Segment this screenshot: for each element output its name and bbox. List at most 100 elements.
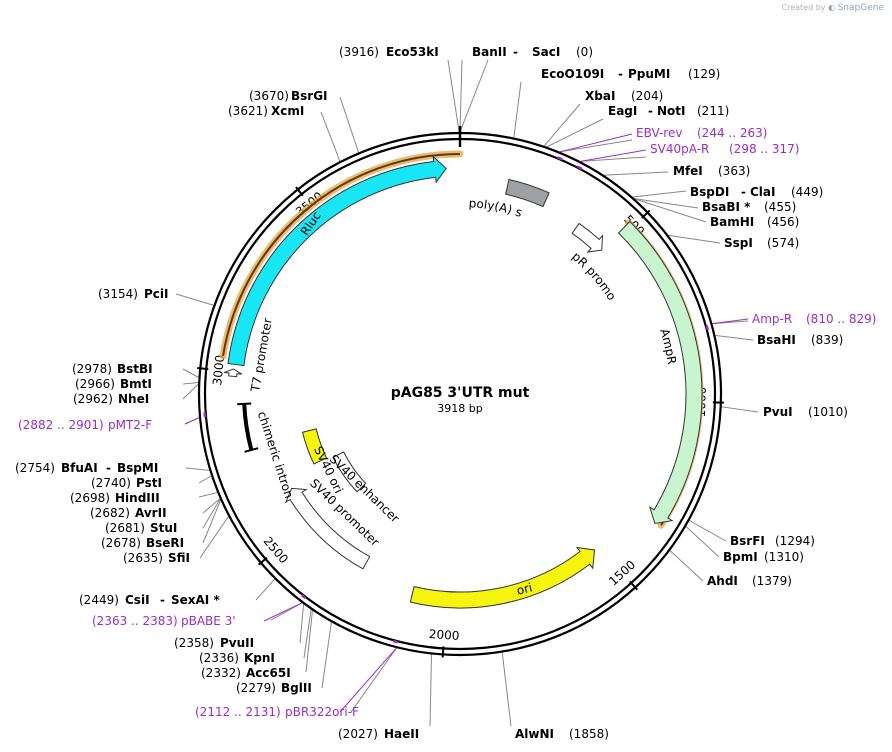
- feature-ori-label: ori: [515, 580, 534, 597]
- site-leader-line: [321, 622, 332, 689]
- primer-leader-line: [263, 602, 303, 622]
- site-name: BsrGI: [291, 89, 328, 103]
- site-pos: (456): [767, 215, 799, 229]
- primer-name: pBABE 3': [181, 614, 236, 628]
- bp-tick: [295, 186, 304, 197]
- site-pos: (204): [631, 89, 663, 103]
- site-pos: (3154): [98, 287, 138, 301]
- site-pos: (574): [767, 236, 799, 250]
- plasmid-length: 3918 bp: [437, 402, 482, 415]
- site-leader-line: [175, 293, 214, 306]
- site-leader-line: [685, 526, 720, 558]
- site-leader-line: [305, 610, 313, 673]
- site-pos: (455): [764, 200, 796, 214]
- site-separator: -: [160, 593, 165, 607]
- site-name: SacI: [532, 45, 560, 59]
- site-pos: (3916): [339, 45, 379, 59]
- feature-sv40-promoter[interactable]: [284, 487, 371, 570]
- site-name: BspDI: [690, 185, 729, 199]
- site-leader-line: [721, 406, 759, 413]
- site-leader-line: [634, 198, 707, 223]
- snapgene-credit: Created by ◐ SnapGene: [782, 3, 885, 13]
- site-name: BanII: [472, 45, 507, 59]
- primer-binding-mark: [705, 324, 710, 331]
- site-name: BpmI: [723, 550, 758, 564]
- site-name: NotI: [657, 104, 686, 118]
- site-leader-line: [634, 198, 699, 209]
- site-pos: (1379): [752, 574, 792, 588]
- snapgene-logo-icon: ◐: [828, 3, 836, 12]
- plasmid-name: pAG85 3'UTR mut: [391, 385, 530, 401]
- site-leader-line: [299, 604, 305, 644]
- site-pos: (1858): [569, 727, 609, 741]
- bp-tick-label: 1500: [606, 558, 638, 589]
- site-leader-line: [459, 59, 463, 133]
- bp-tick: [641, 209, 651, 219]
- feature-sv40-polya[interactable]: [505, 178, 550, 208]
- site-pos: (3670): [249, 89, 289, 103]
- site-pos: (0): [576, 45, 593, 59]
- site-name: BsaHI: [757, 333, 796, 347]
- primer-name: pMT2-F: [108, 418, 152, 432]
- feature-chimeric-intron[interactable]: [242, 403, 254, 451]
- site-pos: (129): [688, 67, 720, 81]
- site-leader-line: [182, 383, 199, 400]
- primer-binding-mark: [577, 165, 583, 171]
- site-leader-line: [669, 550, 704, 582]
- site-leader-line: [501, 652, 512, 727]
- bp-tick: [197, 367, 209, 371]
- primer-binding-mark: [392, 639, 399, 644]
- site-pos: (1310): [764, 550, 804, 564]
- site-name: EagI: [608, 104, 637, 118]
- site-pos: (2962): [73, 392, 113, 406]
- feature-rluc[interactable]: [227, 155, 447, 367]
- primer-leader-line: [339, 647, 397, 713]
- site-leader-line: [339, 96, 360, 153]
- map-center-title: pAG85 3'UTR mut 3918 bp: [391, 385, 530, 415]
- primer-range: (2112 .. 2131): [195, 705, 281, 719]
- primer-range: (810 .. 829): [806, 312, 876, 326]
- site-pos: (2681): [105, 521, 145, 535]
- primer-range: (244 .. 263): [697, 126, 767, 140]
- site-pos: (211): [697, 104, 729, 118]
- site-leader-line: [580, 156, 647, 162]
- site-name: PpuMI: [628, 67, 670, 81]
- primer-range: (2882 .. 2901): [18, 418, 104, 432]
- primer-binding-mark: [300, 594, 307, 600]
- feature-t7-promoter[interactable]: [223, 368, 243, 378]
- bp-tick-label: 2500: [261, 534, 291, 566]
- site-separator: -: [618, 67, 623, 81]
- site-name: BstBI: [117, 362, 153, 376]
- site-pos: (2336): [199, 651, 239, 665]
- feature-ampr[interactable]: [617, 220, 703, 525]
- primer-binding-mark: [557, 156, 563, 161]
- site-leader-line: [689, 520, 727, 542]
- site-name: PstI: [136, 476, 162, 490]
- feature-ampr-promoter[interactable]: [571, 222, 604, 253]
- site-name: BamHI: [710, 215, 754, 229]
- site-leader-line: [202, 500, 221, 544]
- site-name: PvuII: [220, 636, 254, 650]
- feature-sv40-ori[interactable]: [301, 428, 328, 465]
- site-leader-line: [198, 475, 212, 484]
- site-pos: (363): [718, 164, 750, 178]
- feature-ori[interactable]: [409, 546, 596, 609]
- site-name: XbaI: [585, 89, 615, 103]
- site-leader-line: [202, 498, 221, 514]
- intron-end-cap: [237, 402, 252, 406]
- site-leader-line: [182, 381, 199, 385]
- site-pos: (449): [791, 185, 823, 199]
- feature-sv40-enhancer[interactable]: [332, 451, 367, 493]
- site-pos: (2635): [123, 551, 163, 565]
- site-pos: (839): [811, 333, 843, 347]
- site-pos: (3621): [228, 104, 268, 118]
- site-leader-line: [604, 171, 669, 176]
- bp-tick-label: 2000: [428, 627, 459, 643]
- site-leader-line: [559, 139, 633, 153]
- site-name: EcoO109I: [541, 67, 604, 81]
- site-leader-line: [513, 81, 522, 138]
- bp-tick: [441, 646, 445, 658]
- site-leader-line: [715, 334, 754, 341]
- site-separator: -: [513, 45, 518, 59]
